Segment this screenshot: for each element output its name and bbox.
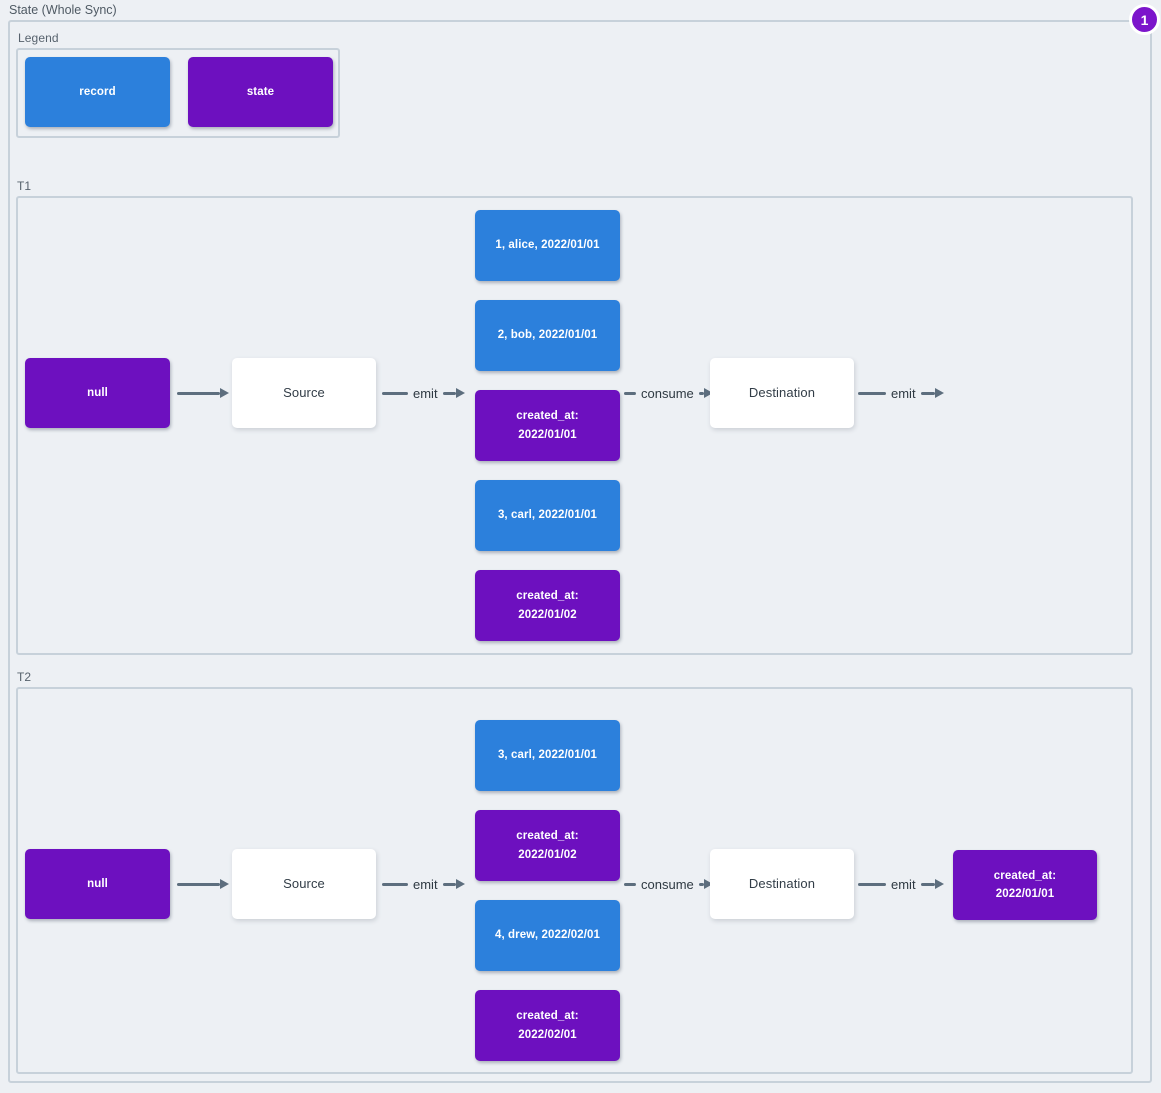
legend-state-label: state [246, 85, 275, 98]
arrowhead-icon [220, 388, 229, 398]
t1-emit-source-label: emit [413, 385, 438, 401]
t1-source-label: Source [283, 384, 325, 400]
t2-consume-label: consume [641, 876, 694, 892]
t2-stack-box-label: created_at: 2022/01/02 [516, 830, 579, 861]
arrowhead-icon [703, 879, 713, 889]
t2-frame [16, 687, 1133, 1074]
arrow-line [698, 882, 704, 886]
legend-label: Legend [18, 31, 59, 45]
t2-stack-box-label: created_at: 2022/02/01 [516, 1010, 579, 1041]
t2-stack-box: created_at: 2022/01/02 [475, 810, 620, 881]
t1-emit-destination-label: emit [891, 385, 916, 401]
t2-stack-box: 3, carl, 2022/01/01 [475, 720, 620, 791]
arrowhead-icon [934, 879, 944, 889]
arrow-line [698, 391, 704, 395]
t1-stack-box: 1, alice, 2022/01/01 [475, 210, 620, 281]
t2-stack-box: created_at: 2022/02/01 [475, 990, 620, 1061]
page-title: State (Whole Sync) [9, 3, 117, 17]
arrow-line [858, 882, 886, 886]
legend-record-label: record [79, 85, 116, 98]
step-badge-label: 1 [1140, 11, 1149, 28]
t2-initial-state-box: null [25, 849, 170, 919]
t2-emit-source-label: emit [413, 876, 438, 892]
arrow-line [442, 391, 456, 395]
arrow-line [177, 882, 220, 886]
t1-stack-box-label: 2, bob, 2022/01/01 [497, 329, 598, 342]
t2-stack-box-label: 3, carl, 2022/01/01 [497, 749, 598, 762]
legend-record-box: record [25, 57, 170, 127]
t2-stack-box-label: 4, drew, 2022/02/01 [494, 929, 601, 942]
t2-source-label: Source [283, 875, 325, 891]
arrow-line [442, 882, 456, 886]
arrowhead-icon [703, 388, 713, 398]
t1-consume-label: consume [641, 385, 694, 401]
arrow-line [382, 391, 408, 395]
t1-initial-state-box: null [25, 358, 170, 428]
arrow-line [382, 882, 408, 886]
t1-source-node: Source [232, 358, 376, 428]
arrow-line [177, 391, 220, 395]
t1-frame [16, 196, 1133, 655]
t1-consume-arrow: consume [624, 384, 713, 402]
t2-emit-destination-arrow: emit [858, 875, 944, 893]
t1-arrow-null-to-source [177, 384, 229, 402]
t1-stack-box: 3, carl, 2022/01/01 [475, 480, 620, 551]
t1-stack-box: created_at: 2022/01/01 [475, 390, 620, 461]
t2-emit-source-arrow: emit [382, 875, 465, 893]
t2-emit-destination-label: emit [891, 876, 916, 892]
t1-label: T1 [17, 179, 32, 193]
t2-consume-arrow: consume [624, 875, 713, 893]
t1-emit-destination-arrow: emit [858, 384, 944, 402]
arrowhead-icon [934, 388, 944, 398]
t2-destination-node: Destination [710, 849, 854, 919]
t1-destination-label: Destination [748, 384, 816, 400]
t1-stack-box-label: 1, alice, 2022/01/01 [495, 239, 600, 252]
t1-emit-source-arrow: emit [382, 384, 465, 402]
t2-label: T2 [17, 670, 32, 684]
t2-stack-box: 4, drew, 2022/02/01 [475, 900, 620, 971]
t2-output-state-label: created_at: 2022/01/01 [993, 869, 1057, 900]
t1-stack-box-label: created_at: 2022/01/02 [516, 590, 579, 621]
t1-destination-node: Destination [710, 358, 854, 428]
t1-stack-box-label: created_at: 2022/01/01 [516, 410, 579, 441]
t2-initial-state-label: null [87, 877, 108, 890]
t1-stack-box: 2, bob, 2022/01/01 [475, 300, 620, 371]
step-badge: 1 [1129, 4, 1160, 35]
arrow-line [624, 882, 636, 886]
arrow-line [920, 882, 935, 886]
whole-sync-frame [8, 20, 1152, 1083]
arrowhead-icon [455, 388, 465, 398]
legend-state-box: state [188, 57, 333, 127]
t2-arrow-null-to-source [177, 875, 229, 893]
legend-frame [16, 48, 340, 138]
t1-stack-box-label: 3, carl, 2022/01/01 [497, 509, 598, 522]
t2-output-state-box: created_at: 2022/01/01 [953, 850, 1097, 920]
arrowhead-icon [220, 879, 229, 889]
t2-destination-label: Destination [748, 875, 816, 891]
t1-stack-box: created_at: 2022/01/02 [475, 570, 620, 641]
arrow-line [858, 391, 886, 395]
arrow-line [624, 391, 636, 395]
t1-initial-state-label: null [87, 386, 108, 399]
arrowhead-icon [455, 879, 465, 889]
t2-source-node: Source [232, 849, 376, 919]
arrow-line [920, 391, 935, 395]
